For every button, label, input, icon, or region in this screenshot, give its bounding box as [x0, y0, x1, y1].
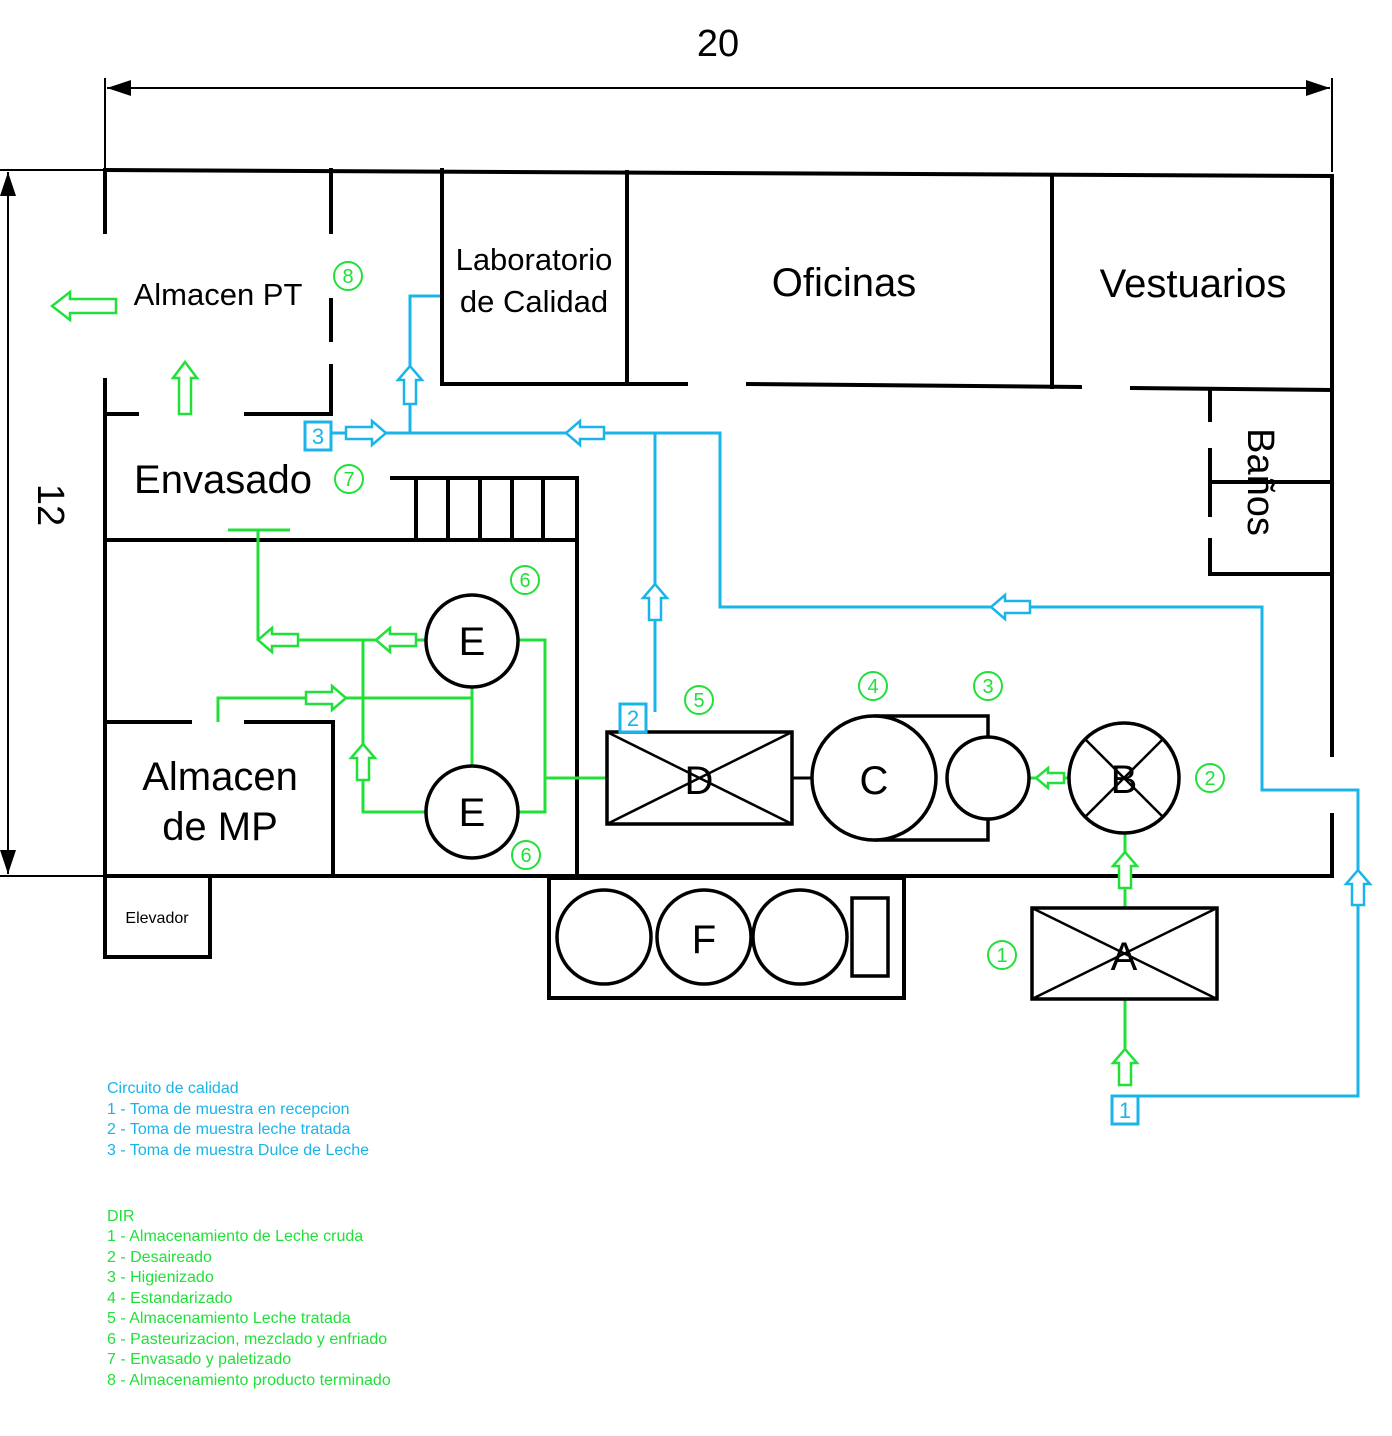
laboratorio-label-line1: Laboratorio	[456, 242, 613, 277]
green-arrow-up-pt	[170, 359, 200, 416]
legend-quality-title: Circuito de calidad	[107, 1080, 239, 1097]
elevador-label: Elevador	[125, 910, 189, 927]
legend-dir: DIR 1 - Almacenamiento de Leche cruda 2 …	[107, 1208, 391, 1389]
legend-dir-item: 5 - Almacenamiento Leche tratada	[107, 1310, 351, 1327]
legend-quality-item: 3 - Toma de muestra Dulce de Leche	[107, 1142, 369, 1159]
almacen-mp-label-line1: Almacen	[142, 755, 298, 799]
sample-point-3: 3	[303, 420, 333, 452]
equipment-f: F	[555, 888, 890, 986]
step-marker-4: 4	[858, 671, 888, 701]
vestuarios-label: Vestuarios	[1100, 262, 1287, 306]
height-dimension: 12	[0, 169, 105, 877]
legend-dir-item: 8 - Almacenamiento producto terminado	[107, 1372, 391, 1389]
equipment-e-bottom-label: E	[459, 791, 486, 835]
legend-dir-item: 3 - Higienizado	[107, 1269, 214, 1286]
svg-text:6: 6	[519, 570, 530, 592]
step-marker-7: 7	[334, 464, 364, 494]
step-marker-5: 5	[684, 685, 714, 715]
svg-text:7: 7	[343, 469, 354, 491]
green-arrow-up-raw	[1110, 1047, 1140, 1087]
banos-label: Baños	[1239, 428, 1281, 536]
legend-dir-item: 2 - Desaireado	[107, 1249, 212, 1266]
svg-text:1: 1	[1119, 1098, 1131, 1123]
equipment-b: B	[1067, 721, 1181, 835]
blue-arrow-up-lab	[395, 364, 425, 406]
equipment-b-label: B	[1111, 758, 1138, 802]
height-label: 12	[29, 484, 71, 526]
step-marker-8: 8	[333, 261, 363, 291]
green-arrow-up-e-loop	[348, 742, 378, 782]
equipment-c: C	[790, 714, 1031, 842]
equipment-e-top-label: E	[459, 620, 486, 664]
legend-dir-item: 6 - Pasteurizacion, mezclado y enfriado	[107, 1331, 387, 1348]
green-arrow-left-pt-exit	[49, 289, 118, 323]
sample-point-1: 1	[1110, 1094, 1140, 1126]
blue-arrow-up-mid	[640, 582, 670, 622]
envasado-label: Envasado	[134, 458, 312, 502]
walls	[102, 167, 1335, 1000]
almacen-mp-label-line2: de MP	[162, 805, 278, 849]
equipment-e-bottom: E	[424, 764, 520, 860]
legend-dir-item: 4 - Estandarizado	[107, 1290, 233, 1307]
equipment-a: A	[1030, 906, 1219, 1001]
step-marker-3: 3	[973, 671, 1003, 701]
quality-arrows	[344, 364, 1373, 907]
green-arrow-right-mp	[304, 683, 348, 713]
svg-text:6: 6	[520, 845, 531, 867]
blue-arrow-right-envasado	[344, 418, 388, 448]
legend-dir-item: 1 - Almacenamiento de Leche cruda	[107, 1228, 363, 1245]
green-arrow-left-e-top	[374, 625, 418, 655]
width-dimension: 20	[104, 23, 1333, 172]
equipment-e-top: E	[424, 593, 520, 689]
almacen-pt-label: Almacen PT	[134, 277, 303, 312]
svg-text:1: 1	[996, 945, 1007, 967]
equipment-f-label: F	[692, 918, 716, 962]
svg-text:2: 2	[627, 706, 639, 731]
step-marker-2: 2	[1195, 763, 1225, 793]
process-arrows	[49, 289, 1140, 1087]
step-marker-1: 1	[987, 940, 1017, 970]
equipment-d-label: D	[685, 759, 714, 803]
blue-arrow-left-mid	[989, 592, 1032, 622]
equipment-c-label: C	[860, 759, 889, 803]
green-arrow-left-b-to-hyg	[1034, 765, 1066, 791]
legend-dir-item: 7 - Envasado y paletizado	[107, 1351, 291, 1368]
svg-text:2: 2	[1204, 768, 1215, 790]
green-arrow-up-a-to-b	[1110, 850, 1140, 890]
svg-text:3: 3	[312, 424, 324, 449]
svg-text:5: 5	[693, 690, 704, 712]
laboratorio-label-line2: de Calidad	[460, 284, 608, 319]
blue-arrow-up-right	[1343, 868, 1373, 907]
equipment-a-label: A	[1111, 935, 1138, 979]
equipment-d: D	[605, 730, 794, 826]
svg-text:8: 8	[342, 266, 353, 288]
legend-dir-title: DIR	[107, 1208, 135, 1225]
legend-quality-item: 2 - Toma de muestra leche tratada	[107, 1121, 350, 1138]
step-marker-6-top: 6	[510, 565, 540, 595]
green-arrow-left-envasado	[256, 625, 300, 655]
svg-text:3: 3	[982, 676, 993, 698]
step-marker-6-bottom: 6	[511, 840, 541, 870]
sample-point-2: 2	[618, 702, 648, 734]
width-label: 20	[697, 23, 739, 65]
svg-text:4: 4	[867, 676, 878, 698]
oficinas-label: Oficinas	[772, 261, 917, 305]
blue-arrow-left-top	[564, 418, 606, 448]
legend-quality-item: 1 - Toma de muestra en recepcion	[107, 1101, 350, 1118]
legend-quality: Circuito de calidad 1 - Toma de muestra …	[107, 1080, 369, 1159]
